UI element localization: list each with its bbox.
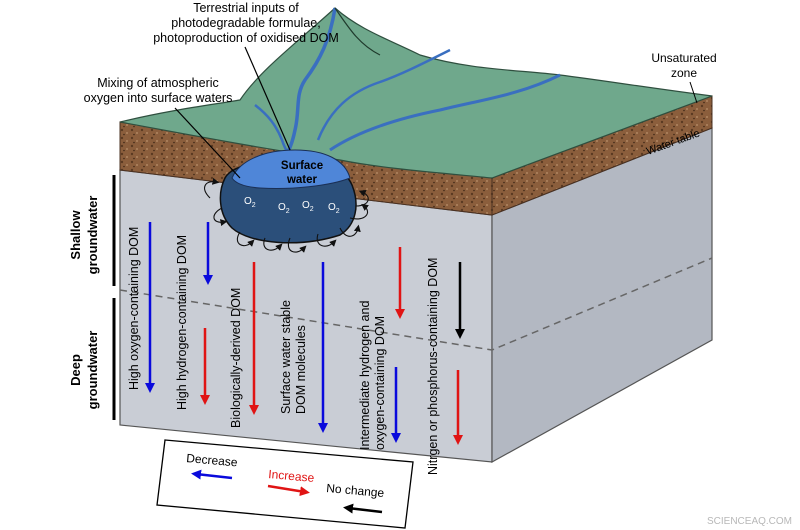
watermark: SCIENCEAQ.COM <box>707 516 792 527</box>
legend-no-change-label: No change <box>326 481 385 500</box>
unsaturated-label: Unsaturated zone <box>651 51 716 80</box>
ridge-line <box>334 7 381 56</box>
dom-trend-layer: High oxygen-containing DOM High hydrogen-… <box>127 222 465 475</box>
deep-label-line1: Deep <box>68 354 83 386</box>
legend-increase-arrow <box>267 484 310 497</box>
land-surface <box>119 7 713 179</box>
terrestrial-label-line1: Terrestrial inputs of <box>193 1 299 15</box>
deep-label: Deep groundwater <box>68 331 100 410</box>
shallow-label-line2: groundwater <box>85 196 100 275</box>
mixing-arrows <box>204 177 369 253</box>
legend-increase-label: Increase <box>268 467 315 485</box>
dom-group-label: Surface water stable <box>279 300 293 414</box>
unsaturated-callout-line <box>689 81 698 104</box>
dom-group-label: High hydrogen-containing DOM <box>175 235 189 410</box>
mixing-label-line1: Mixing of atmospheric <box>97 76 219 90</box>
dom-group-label: Nitrgen or phosphorus-containing DOM <box>426 258 440 475</box>
shallow-label: Shallow groundwater <box>68 196 100 275</box>
surface-water <box>231 149 351 189</box>
surface-water-label-line1: Surface <box>281 160 323 172</box>
terrestrial-label: Terrestrial inputs of photodegradable fo… <box>153 1 339 45</box>
shallow-deep-boundary <box>119 257 713 351</box>
oxygen-molecule: O2 <box>328 202 340 215</box>
stream-main <box>283 7 337 159</box>
dom-group-label: High oxygen-containing DOM <box>127 227 141 390</box>
terrestrial-callout-line <box>244 46 291 151</box>
oxygen-molecule: O2 <box>302 200 314 213</box>
stream-mid <box>316 48 451 141</box>
mixing-callout-line <box>174 107 241 179</box>
legend: Decrease Increase No change <box>156 439 414 529</box>
terrestrial-label-line3: photoproduction of oxidised DOM <box>153 31 339 45</box>
unsaturated-label-line2: zone <box>671 66 697 80</box>
dom-group-label: Biologically-derived DOM <box>229 288 243 428</box>
stream-right <box>329 73 561 152</box>
surface-water-label-line2: water <box>286 174 318 186</box>
mixing-label: Mixing of atmospheric oxygen into surfac… <box>84 76 233 105</box>
mixing-label-line2: oxygen into surface waters <box>84 91 233 105</box>
terrestrial-label-line2: photodegradable formulae, <box>171 16 320 30</box>
dom-group-label: oxygen-containing DOM <box>373 316 387 450</box>
dom-group-label: Intermediate hydrogen and <box>358 301 372 450</box>
oxygen-molecule: O2 <box>278 202 290 215</box>
unsaturated-label-line1: Unsaturated <box>651 51 716 65</box>
legend-no-change-arrow <box>343 503 383 514</box>
legend-decrease-arrow <box>191 469 233 480</box>
shallow-label-line1: Shallow <box>68 210 83 260</box>
oxygen-molecules: O2 O2 O2 O2 <box>244 196 340 215</box>
dom-group-label: DOM molecules <box>294 325 308 414</box>
legend-decrease-label: Decrease <box>186 451 239 469</box>
oxygen-molecule: O2 <box>244 196 256 209</box>
deep-label-line2: groundwater <box>85 331 100 410</box>
